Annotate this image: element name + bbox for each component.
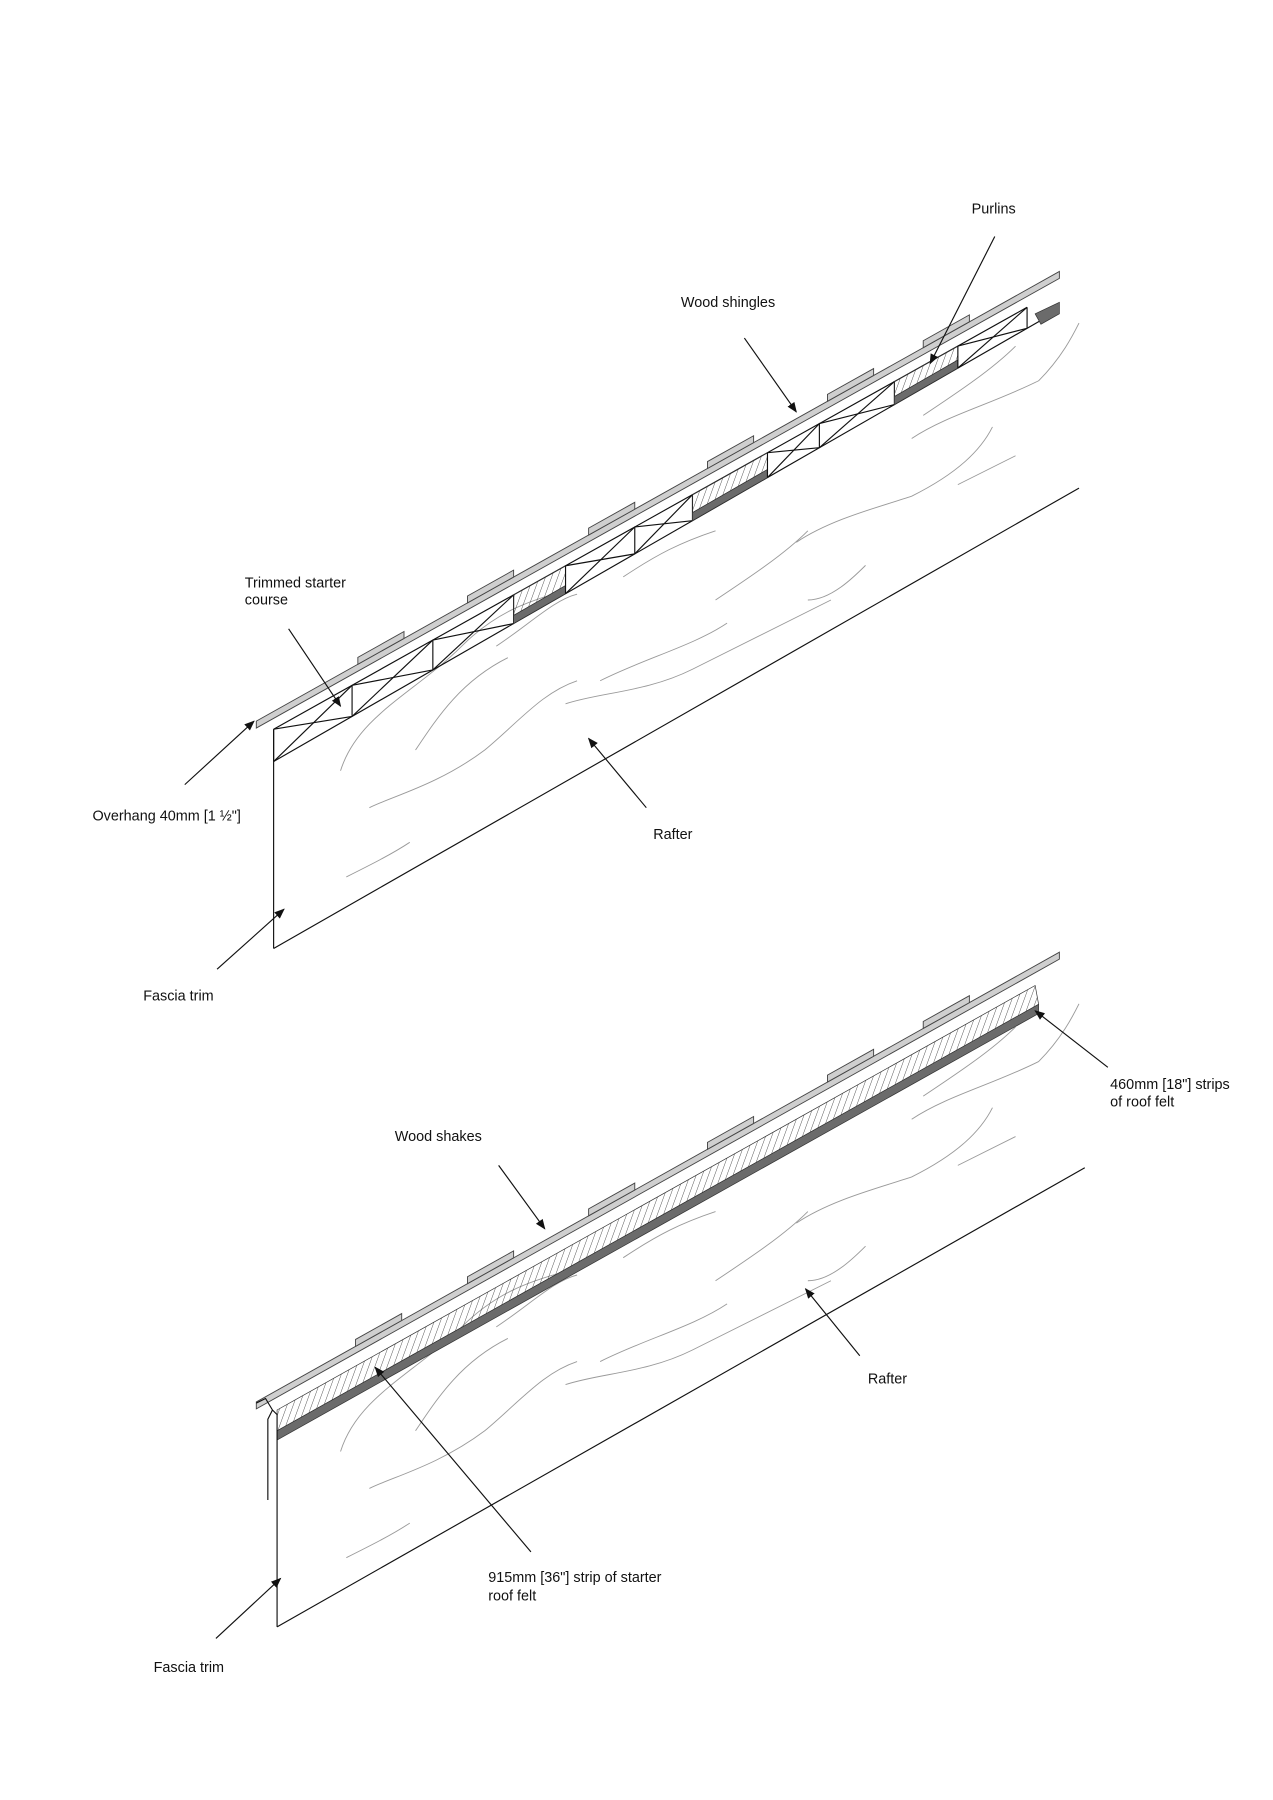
wood-shakes-arrow: [498, 1165, 546, 1230]
wood-grain-line: [369, 680, 578, 809]
cross-brace: [351, 639, 434, 717]
shingle-butt: [466, 569, 515, 604]
wood-grain-line: [911, 1003, 1080, 1120]
felt-strips-label-line2: of roof felt: [1110, 1095, 1174, 1111]
wood-grain-line: [922, 1026, 1016, 1097]
wood-shakes: [255, 951, 1060, 1410]
wood-grain-line: [715, 530, 809, 601]
felt-strips-label-line1: 460mm [18"] strips: [1110, 1077, 1230, 1093]
wood-shingles-label: Wood shingles: [681, 295, 775, 311]
cross-brace: [634, 494, 693, 555]
felt-strip: [1034, 301, 1060, 325]
shingle-butt: [922, 994, 970, 1030]
wood-shakes-label: Wood shakes: [395, 1129, 482, 1145]
wood-shingles-arrow: [743, 337, 797, 413]
felt-strips-arrow: [1034, 1010, 1109, 1068]
shingle-butt: [466, 1250, 515, 1285]
wood-grain-line: [565, 599, 832, 705]
trimmed-starter-label-line1: Trimmed starter: [245, 575, 346, 591]
shingle-strip: [255, 270, 1060, 729]
cross-brace: [767, 423, 820, 478]
wood-grain-line: [346, 841, 411, 878]
starter-felt-label-line1: 915mm [36"] strip of starter: [488, 1570, 661, 1586]
trimmed-starter-arrow: [288, 628, 342, 708]
wood-grain-line: [496, 593, 578, 647]
wood-grain-line: [807, 1245, 866, 1282]
wood-grain-line: [807, 565, 866, 601]
overhang-arrow: [184, 720, 255, 786]
wood-grain-line: [911, 322, 1080, 439]
cross-brace: [565, 526, 636, 595]
starter-roof-felt: [276, 1003, 1039, 1441]
starter-felt-arrow: [374, 1366, 532, 1553]
rafter-wood-grain: [340, 322, 1080, 878]
shingle-butt: [588, 1182, 636, 1217]
starter-felt-label-line2: roof felt: [488, 1588, 536, 1604]
wood-grain-line: [957, 455, 1016, 486]
wood-grain-line: [796, 426, 993, 543]
shingle-butt: [707, 1115, 755, 1151]
wood-grain-line: [622, 530, 716, 578]
purlins-label: Purlins: [972, 201, 1016, 217]
cross-brace: [819, 381, 895, 449]
fascia-trim-label: Fascia trim: [154, 1660, 224, 1676]
wood-grain-line: [415, 1338, 509, 1432]
shingle-butt: [588, 501, 636, 536]
trimmed-starter-label-line2: course: [245, 593, 288, 609]
wood-shingles-detail: Purlins Wood shingles Trimmed starter co…: [92, 201, 1080, 1004]
wood-grain-line: [922, 345, 1016, 416]
fascia-trim-label: Fascia trim: [143, 988, 213, 1004]
shingle-strip: [255, 951, 1060, 1410]
rafter-label: Rafter: [868, 1371, 907, 1387]
wood-grain-line: [496, 1274, 578, 1328]
overhang-label: Overhang 40mm [1 ½"]: [92, 808, 240, 824]
purlins-band: [273, 301, 1060, 763]
shingle-butt: [827, 1048, 875, 1083]
roof-felt-layers: [276, 984, 1040, 1441]
wood-grain-line: [415, 657, 509, 751]
shingle-butt: [707, 434, 755, 470]
wood-grain-line: [957, 1136, 1016, 1166]
shingle-butt: [827, 367, 875, 403]
rafter-arrow: [804, 1288, 861, 1357]
rafter-label: Rafter: [653, 827, 692, 843]
shingle-butt: [355, 1312, 403, 1348]
felt-strip: [692, 468, 768, 522]
fascia-trim-arrow: [215, 1577, 282, 1639]
wood-grain-line: [346, 1522, 411, 1559]
cross-brace: [432, 594, 515, 671]
wood-shingles: [255, 270, 1060, 729]
fascia-trim-arrow: [216, 908, 285, 970]
purlins-arrow: [929, 236, 996, 365]
wood-grain-line: [599, 1303, 728, 1362]
fascia-trim-profile: [256, 1397, 278, 1627]
wood-grain-line: [565, 1280, 832, 1386]
wood-shakes-detail: Wood shakes 460mm [18"] strips of roof f…: [154, 951, 1230, 1676]
wood-grain-line: [715, 1211, 809, 1282]
shingle-butt: [357, 630, 405, 666]
wood-grain-line: [369, 1361, 578, 1489]
rafter-bottom-edge: [273, 487, 1080, 949]
rafter-bottom-edge: [276, 1167, 1086, 1628]
wood-grain-line: [599, 622, 728, 682]
rafter-wood-grain: [340, 1003, 1080, 1559]
rafter-arrow: [587, 737, 647, 809]
wood-grain-line: [796, 1107, 993, 1224]
cross-brace: [957, 306, 1028, 369]
wood-grain-line: [622, 1211, 716, 1259]
